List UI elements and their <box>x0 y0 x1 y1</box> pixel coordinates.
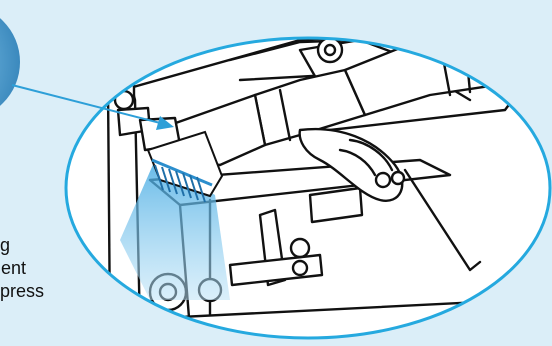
callout-line-3: press <box>0 280 120 303</box>
callout-line-2: ent <box>0 257 120 280</box>
callout-text: g ent press <box>0 234 120 303</box>
callout-line-1: g <box>0 234 120 257</box>
